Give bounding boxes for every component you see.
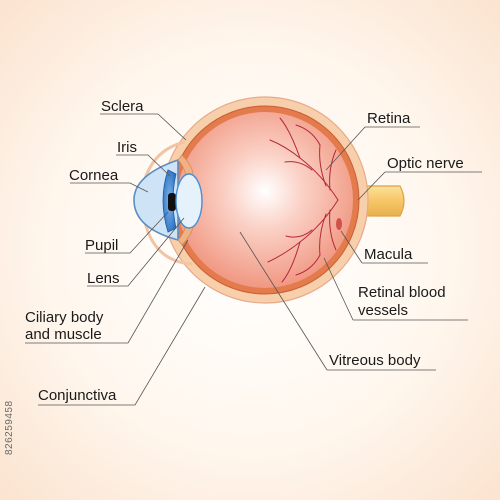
label-ciliary-line1: Ciliary body (25, 309, 104, 326)
label-vitreous-body: Vitreous body (329, 352, 421, 369)
label-iris: Iris (117, 139, 137, 156)
label-pupil: Pupil (85, 237, 119, 254)
retinal-blood-vessels (267, 117, 339, 283)
macula (336, 218, 342, 230)
pupil (168, 193, 176, 211)
label-sclera: Sclera (101, 98, 144, 115)
label-optic-nerve: Optic nerve (387, 155, 464, 172)
label-cornea: Cornea (69, 167, 119, 184)
label-ciliary-line2: and muscle (25, 326, 102, 343)
label-conjunctiva: Conjunctiva (38, 387, 117, 404)
label-retinal-vessels-line2: vessels (358, 302, 409, 319)
stock-image-id: 826259458 (4, 400, 15, 455)
label-lens: Lens (87, 270, 120, 287)
lens (175, 173, 203, 229)
leader-lines (25, 113, 482, 406)
label-macula: Macula (364, 246, 413, 263)
label-retinal-vessels-line1: Retinal blood (358, 284, 446, 301)
label-retina: Retina (367, 110, 411, 127)
vitreous-body (177, 112, 353, 288)
